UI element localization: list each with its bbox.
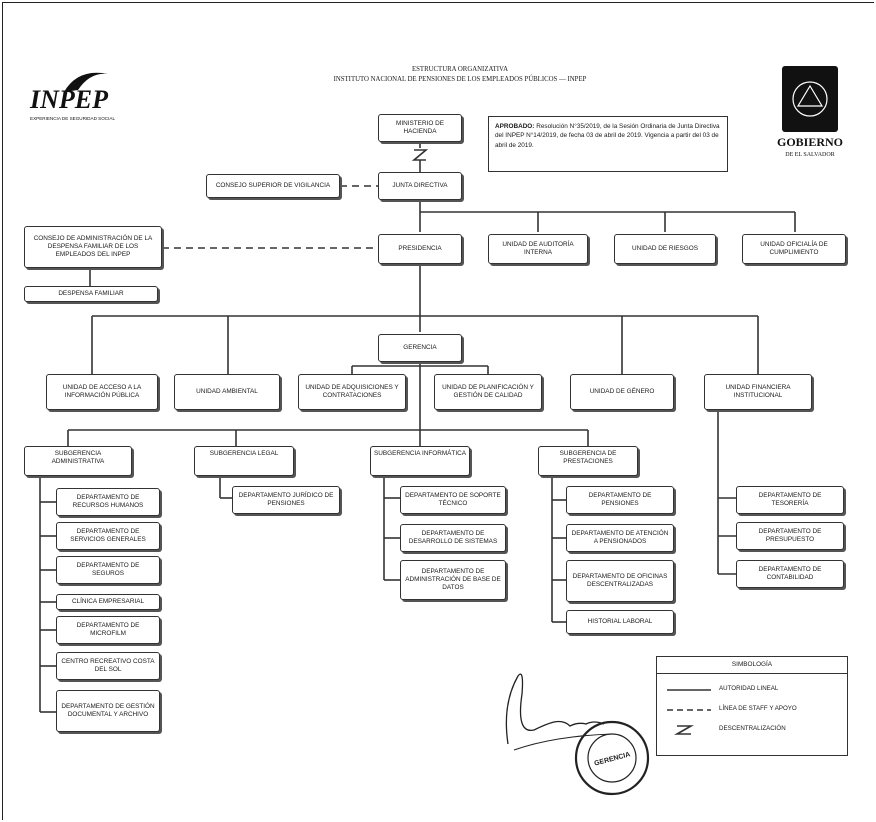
node-centro-recreativo[interactable]: CENTRO RECREATIVO COSTA DEL SOL <box>56 652 160 680</box>
gobierno-logo-line2: DE EL SALVADOR <box>785 152 834 158</box>
node-auditoria-interna[interactable]: UNIDAD DE AUDITORÍA INTERNA <box>488 234 588 264</box>
node-subgerencia-prestaciones[interactable]: SUBGERENCIA DE PRESTACIONES <box>538 446 638 476</box>
dashed-line-icon <box>667 709 711 711</box>
legend-row-solid: AUTORIDAD LINEAL <box>657 683 847 697</box>
chart-subtitle: INSTITUTO NACIONAL DE PENSIONES DE LOS E… <box>333 76 587 83</box>
node-microfilm[interactable]: DEPARTAMENTO DE MICROFILM <box>56 616 160 644</box>
node-oficialia-cumplimiento[interactable]: UNIDAD OFICIALÍA DE CUMPLIMIENTO <box>742 234 846 264</box>
node-subgerencia-informatica[interactable]: SUBGERENCIA INFORMÁTICA <box>370 446 470 476</box>
node-gestion-documental[interactable]: DEPARTAMENTO DE GESTIÓN DOCUMENTAL Y ARC… <box>56 690 160 732</box>
node-planificacion-calidad[interactable]: UNIDAD DE PLANIFICACIÓN Y GESTIÓN DE CAL… <box>434 374 542 410</box>
legend-decentral-label: DESCENTRALIZACIÓN <box>719 725 786 732</box>
chart-title: ESTRUCTURA ORGANIZATIVA <box>412 66 508 73</box>
legend-divider <box>657 673 847 674</box>
node-unidad-ambiental[interactable]: UNIDAD AMBIENTAL <box>174 374 280 410</box>
node-tesoreria[interactable]: DEPARTAMENTO DE TESORERÍA <box>736 486 844 514</box>
node-gerencia[interactable]: GERENCIA <box>378 334 462 362</box>
stamp-outer-ring <box>574 720 650 796</box>
node-soporte-tecnico[interactable]: DEPARTAMENTO DE SOPORTE TÉCNICO <box>400 486 506 514</box>
approval-label: APROBADO: <box>495 123 535 130</box>
node-adquisiciones[interactable]: UNIDAD DE ADQUISICIONES Y CONTRATACIONES <box>298 374 406 410</box>
inpep-logo-tagline: EXPERIENCIA DE SEGURIDAD SOCIAL <box>30 116 115 121</box>
node-depto-pensiones[interactable]: DEPARTAMENTO DE PENSIONES <box>566 486 674 514</box>
approval-note: APROBADO: Resolución N°35/2019, de la Se… <box>488 116 728 172</box>
gobierno-logo: GOBIERNO DE EL SALVADOR <box>777 66 843 158</box>
node-ministerio-hacienda[interactable]: MINISTERIO DE HACIENDA <box>378 114 462 142</box>
node-atencion-pensionados[interactable]: DEPARTAMENTO DE ATENCIÓN A PENSIONADOS <box>566 524 674 552</box>
decentralization-icon <box>673 725 695 735</box>
inpep-logo-text: INPEP <box>29 85 109 114</box>
node-clinica-empresarial[interactable]: CLÍNICA EMPRESARIAL <box>56 594 160 610</box>
signature-underline <box>513 733 613 751</box>
node-consejo-despensa[interactable]: CONSEJO DE ADMINISTRACIÓN DE LA DESPENSA… <box>24 226 162 268</box>
gobierno-logo-line1: GOBIERNO <box>777 135 843 149</box>
node-base-datos[interactable]: DEPARTAMENTO DE ADMINISTRACIÓN DE BASE D… <box>400 560 506 600</box>
legend: SIMBOLOGÍA AUTORIDAD LINEAL LÍNEA DE STA… <box>656 656 848 756</box>
signature-stamp: GERENCIA <box>505 673 650 796</box>
legend-row-decentral: DESCENTRALIZACIÓN <box>657 723 847 737</box>
node-historial-laboral[interactable]: HISTORIAL LABORAL <box>566 610 674 634</box>
stamp-text: GERENCIA <box>594 751 632 767</box>
node-seguros[interactable]: DEPARTAMENTO DE SEGUROS <box>56 556 160 584</box>
node-consejo-vigilancia[interactable]: CONSEJO SUPERIOR DE VIGILANCIA <box>206 174 340 198</box>
legend-solid-label: AUTORIDAD LINEAL <box>719 685 779 692</box>
solid-line-icon <box>667 689 711 691</box>
signature-mark <box>505 673 605 745</box>
node-contabilidad[interactable]: DEPARTAMENTO DE CONTABILIDAD <box>736 560 844 588</box>
inpep-logo: INPEP EXPERIENCIA DE SEGURIDAD SOCIAL <box>29 72 115 121</box>
legend-dashed-label: LÍNEA DE STAFF Y APOYO <box>719 705 797 712</box>
node-oficinas-descentralizadas[interactable]: DEPARTAMENTO DE OFICINAS DESCENTRALIZADA… <box>566 560 674 602</box>
approval-text: Resolución N°35/2019, de la Sesión Ordin… <box>495 123 720 149</box>
node-junta-directiva[interactable]: JUNTA DIRECTIVA <box>378 172 462 200</box>
node-unidad-genero[interactable]: UNIDAD DE GÉNERO <box>570 374 674 410</box>
node-presupuesto[interactable]: DEPARTAMENTO DE PRESUPUESTO <box>736 522 844 550</box>
legend-row-dashed: LÍNEA DE STAFF Y APOYO <box>657 703 847 717</box>
node-despensa-familiar[interactable]: DESPENSA FAMILIAR <box>24 286 158 302</box>
node-recursos-humanos[interactable]: DEPARTAMENTO DE RECURSOS HUMANOS <box>56 488 160 516</box>
node-subgerencia-administrativa[interactable]: SUBGERENCIA ADMINISTRATIVA <box>24 446 132 476</box>
node-juridico-pensiones[interactable]: DEPARTAMENTO JURÍDICO DE PENSIONES <box>232 486 340 514</box>
node-subgerencia-legal[interactable]: SUBGERENCIA LEGAL <box>194 446 294 476</box>
stamp-inner-ring <box>587 733 637 783</box>
node-financiera-institucional[interactable]: UNIDAD FINANCIERA INSTITUCIONAL <box>704 374 812 410</box>
node-acceso-informacion[interactable]: UNIDAD DE ACCESO A LA INFORMACIÓN PÚBLIC… <box>46 374 158 410</box>
node-desarrollo-sistemas[interactable]: DEPARTAMENTO DE DESARROLLO DE SISTEMAS <box>400 524 506 552</box>
node-servicios-generales[interactable]: DEPARTAMENTO DE SERVICIOS GENERALES <box>56 522 160 550</box>
node-unidad-riesgos[interactable]: UNIDAD DE RIESGOS <box>614 234 716 264</box>
legend-title: SIMBOLOGÍA <box>731 661 773 668</box>
node-presidencia[interactable]: PRESIDENCIA <box>378 234 462 264</box>
